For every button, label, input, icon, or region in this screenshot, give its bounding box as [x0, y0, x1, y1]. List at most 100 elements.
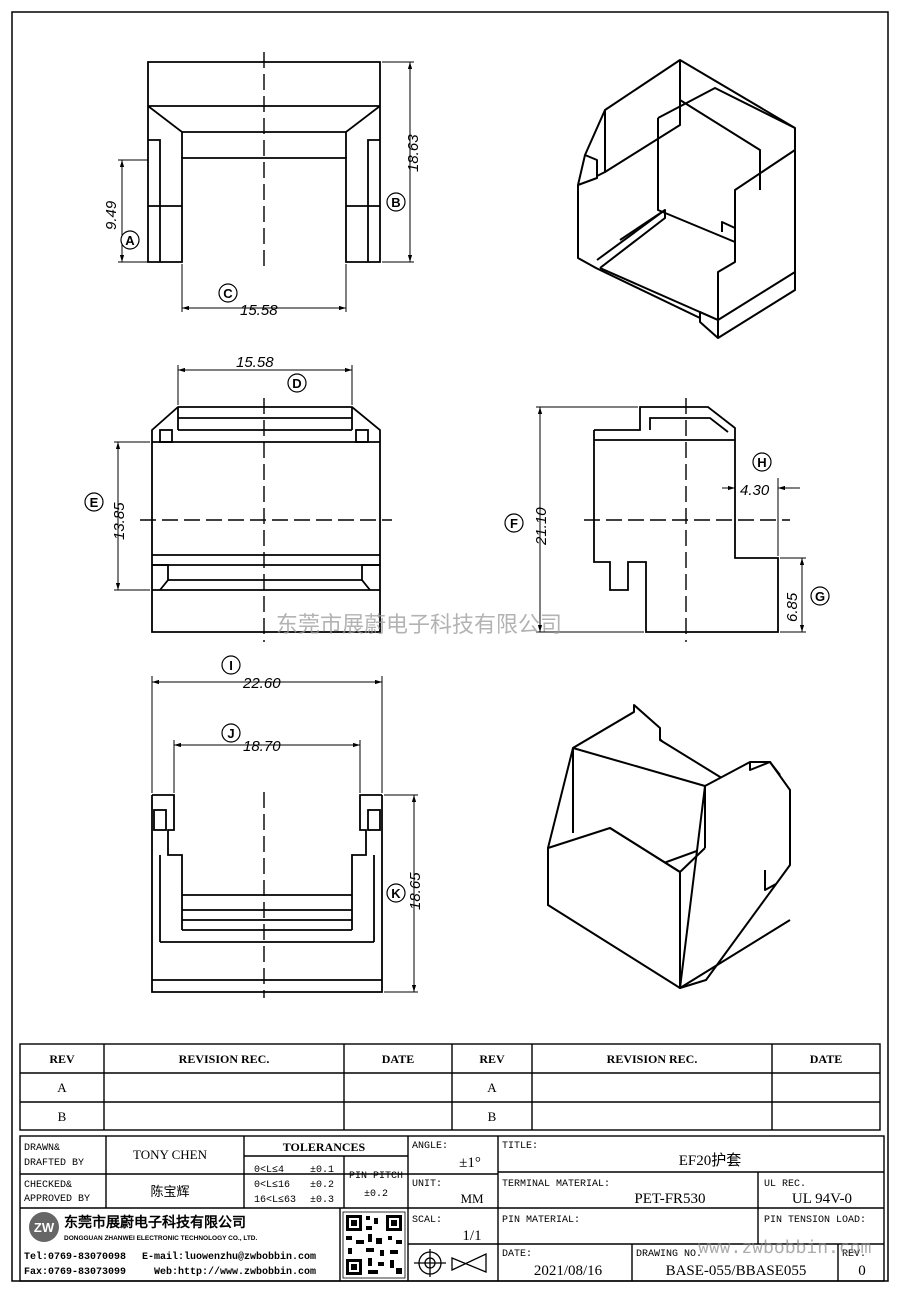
- tol-row2: 0<L≤16: [254, 1180, 290, 1191]
- view-front: [140, 398, 392, 642]
- tolerances-label: TOLERANCES: [283, 1140, 366, 1154]
- balloon-f-label: F: [510, 516, 518, 531]
- company-logo-text: ZW: [34, 1220, 55, 1235]
- balloon-g: [810, 586, 830, 606]
- dim-f-value: 21.10: [533, 507, 550, 546]
- balloon-j: [221, 723, 241, 743]
- checked-name: 陈宝辉: [150, 1184, 189, 1199]
- view-bottom: [151, 792, 383, 998]
- rev-header-rec-1: REVISION REC.: [179, 1052, 270, 1066]
- checked-label-2: APPROVED BY: [24, 1194, 90, 1205]
- rev-header-rev-2: REV: [479, 1052, 505, 1066]
- iso-view-top: [577, 59, 796, 339]
- title-block: [19, 1135, 885, 1282]
- terminal-material-value: PET-FR530: [634, 1191, 705, 1207]
- tol-row2-val: ±0.2: [310, 1180, 334, 1191]
- dim-k-value: 18.65: [407, 872, 424, 910]
- drawing-no-label: DRAWING NO.: [636, 1249, 702, 1260]
- tol-row1: 0<L≤4: [254, 1165, 284, 1176]
- rev-label: REV.: [842, 1249, 866, 1260]
- rev-row-b-2: B: [488, 1109, 497, 1124]
- company-name-en: DONGGUAN ZHANWEI ELECTRONIC TECHNOLOGY C…: [64, 1235, 258, 1242]
- dim-j-value: 18.70: [243, 738, 281, 755]
- balloon-d: [287, 373, 307, 393]
- rev-header-date-2: DATE: [810, 1052, 842, 1066]
- balloon-k-label: K: [391, 886, 401, 901]
- balloon-i: [221, 655, 241, 675]
- rev-header-rev-1: REV: [49, 1052, 75, 1066]
- ul-label: UL REC.: [764, 1179, 806, 1190]
- dim-b-value: 18.63: [405, 134, 422, 172]
- view-side: [584, 398, 790, 642]
- rev-header-rec-2: REVISION REC.: [607, 1052, 698, 1066]
- dims-bottom: [151, 676, 418, 993]
- rev-row-a-1: A: [57, 1080, 67, 1095]
- angle-label: ANGLE:: [412, 1141, 448, 1152]
- unit-value: MM: [460, 1191, 484, 1206]
- dims-side: [536, 406, 806, 633]
- company-logo-icon: ZW: [29, 1212, 59, 1242]
- balloon-h-label: H: [757, 455, 766, 470]
- pin-pitch-label: PIN PITCH: [349, 1171, 403, 1182]
- title-value: EF20护套: [679, 1152, 742, 1169]
- rev-header-date-1: DATE: [382, 1052, 414, 1066]
- balloon-k: [386, 883, 406, 903]
- date-label: DATE:: [502, 1249, 532, 1260]
- title-label: TITLE:: [502, 1141, 538, 1152]
- dim-e-value: 13.85: [111, 502, 128, 540]
- dim-a-value: 9.49: [103, 200, 120, 230]
- angle-value: ±1°: [459, 1155, 481, 1171]
- balloon-c-label: C: [223, 286, 233, 301]
- pin-tension-label: PIN TENSION LOAD:: [764, 1215, 866, 1226]
- balloon-i-label: I: [229, 658, 233, 673]
- balloon-e: [84, 492, 104, 512]
- scale-label: SCAL:: [412, 1215, 442, 1226]
- company-name-cn: 东莞市展蔚电子科技有限公司: [64, 1214, 246, 1231]
- pin-pitch-value: ±0.2: [364, 1189, 388, 1200]
- tol-row1-val: ±0.1: [310, 1165, 334, 1176]
- company-fax: Fax:0769-83073099: [24, 1267, 126, 1278]
- rev-row-a-2: A: [487, 1080, 497, 1095]
- balloon-j-label: J: [227, 726, 234, 741]
- revision-table: [19, 1043, 881, 1131]
- dim-c-value: 15.58: [240, 302, 278, 319]
- balloon-e-label: E: [90, 495, 99, 510]
- balloon-g-label: G: [815, 589, 825, 604]
- rev-row-b-1: B: [58, 1109, 67, 1124]
- pin-material-label: PIN MATERIAL:: [502, 1215, 580, 1226]
- tol-row3-val: ±0.3: [310, 1195, 334, 1206]
- balloon-a-label: A: [125, 233, 135, 248]
- dim-g-value: 6.85: [784, 592, 801, 622]
- dims-front: [114, 365, 353, 591]
- unit-label: UNIT:: [412, 1179, 442, 1190]
- drawn-label-1: DRAWN&: [24, 1143, 60, 1154]
- company-web: Web:http://www.zwbobbin.com: [154, 1266, 316, 1278]
- balloon-b: [386, 192, 406, 212]
- tol-row3: 16<L≤63: [254, 1195, 296, 1206]
- projection-symbol-icon: [414, 1249, 487, 1277]
- drawing-no-value: BASE-055/BBASE055: [666, 1263, 807, 1279]
- view-top-left: [147, 52, 381, 272]
- dim-h-value: 4.30: [740, 482, 770, 499]
- watermark-url: www.zwbobbin.com: [698, 1237, 871, 1258]
- balloon-a: [120, 230, 140, 250]
- dim-d-value: 15.58: [236, 354, 274, 371]
- company-tel: Tel:0769-83070098: [24, 1251, 126, 1263]
- scale-value: 1/1: [462, 1228, 481, 1244]
- qr-code-icon: [342, 1211, 406, 1279]
- dim-i-value: 22.60: [242, 675, 281, 692]
- balloon-b-label: B: [391, 195, 400, 210]
- balloon-f: [504, 513, 524, 533]
- rev-value: 0: [858, 1263, 866, 1279]
- watermark-company: 东莞市展蔚电子科技有限公司: [276, 613, 562, 638]
- balloon-d-label: D: [292, 376, 301, 391]
- ul-value: UL 94V-0: [792, 1191, 852, 1207]
- drawn-label-2: DRAFTED BY: [24, 1158, 84, 1169]
- dims-top-left: [118, 61, 414, 312]
- balloon-c: [218, 283, 238, 303]
- date-value: 2021/08/16: [534, 1263, 603, 1279]
- checked-label-1: CHECKED&: [24, 1180, 72, 1191]
- terminal-material-label: TERMINAL MATERIAL:: [502, 1179, 610, 1190]
- iso-view-bottom: [547, 704, 791, 989]
